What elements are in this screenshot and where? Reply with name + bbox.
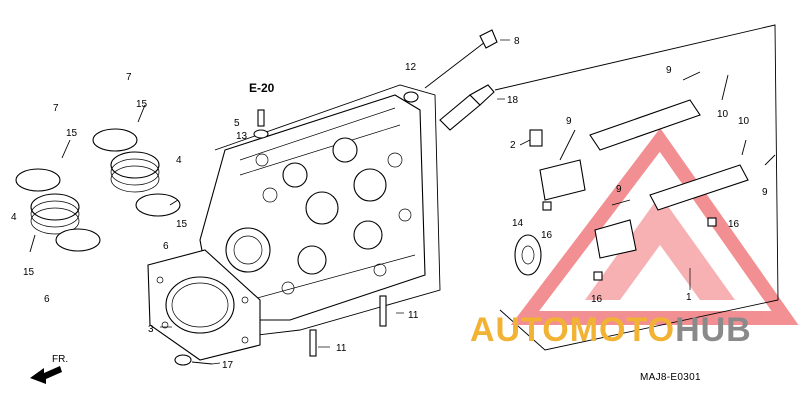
callout-15c: 15 — [176, 219, 188, 230]
intake-left-set — [15, 139, 101, 253]
callout-4a: 4 — [11, 212, 17, 223]
front-label: FR. — [52, 354, 68, 365]
callout-15d: 15 — [23, 267, 35, 278]
callout-16a: 16 — [541, 230, 553, 241]
stud-bolt-a — [379, 295, 387, 327]
callout-4b: 4 — [176, 155, 182, 166]
callout-10b: 10 — [738, 116, 750, 127]
callout-18: 18 — [507, 95, 519, 106]
head-bolt — [424, 29, 498, 89]
callout-6a: 6 — [44, 294, 50, 305]
callout-labels: 8 12 18 2 9 10 10 9 9 9 14 16 16 16 1 E-… — [11, 36, 768, 383]
callout-16b: 16 — [728, 219, 740, 230]
callout-11a: 11 — [408, 310, 419, 321]
stud-bolt-b — [309, 329, 317, 357]
callout-5: 5 — [234, 118, 240, 129]
callout-12: 12 — [405, 62, 417, 73]
camshaft-holder-frame — [494, 24, 779, 351]
callout-9d: 9 — [762, 187, 768, 198]
spark-plug — [439, 84, 495, 131]
watermark-left-text: AUTOMOTO — [470, 311, 676, 349]
callout-8: 8 — [514, 36, 520, 47]
callout-9b: 9 — [566, 116, 572, 127]
callout-1: 1 — [686, 292, 692, 303]
intake-right-set — [92, 104, 181, 217]
callout-6b: 6 — [163, 241, 169, 252]
callout-17: 17 — [222, 360, 234, 371]
front-arrow-icon — [30, 366, 62, 384]
callout-15a: 15 — [136, 99, 148, 110]
callout-9c: 9 — [616, 184, 622, 195]
callout-9a: 9 — [666, 65, 672, 76]
watermark-triangle — [510, 128, 799, 325]
watermark: AUTOMOTOHUB — [470, 300, 800, 360]
reference-label: E-20 — [249, 81, 275, 95]
callout-14: 14 — [512, 218, 524, 229]
callout-10a: 10 — [717, 109, 729, 120]
diagram-code: MAJ8-E0301 — [640, 372, 701, 383]
callout-15b: 15 — [66, 128, 78, 139]
leader-lines — [160, 39, 691, 365]
watermark-right-text: HUB — [675, 311, 752, 349]
callout-16c: 16 — [591, 294, 603, 305]
callout-7a: 7 — [53, 103, 59, 114]
callout-3: 3 — [148, 324, 154, 335]
callout-2: 2 — [510, 140, 516, 151]
callout-7b: 7 — [126, 72, 132, 83]
dowel-pin — [174, 354, 213, 366]
head-gasket — [147, 249, 261, 361]
callout-11b: 11 — [336, 343, 347, 354]
sealing-bolt — [253, 109, 269, 139]
callout-13: 13 — [236, 131, 248, 142]
washer — [403, 91, 419, 103]
